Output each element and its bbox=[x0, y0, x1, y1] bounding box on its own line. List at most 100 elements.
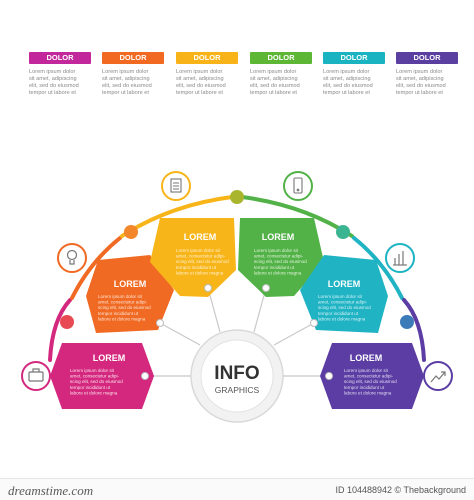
body-line: tempor incididunt ut bbox=[254, 265, 295, 270]
legend-item-2: DOLOR Lorem ipsum dolor sit amet, adipis… bbox=[102, 52, 164, 97]
segment-4-shape bbox=[238, 218, 324, 297]
connector-3 bbox=[207, 287, 221, 333]
connector-5 bbox=[273, 322, 315, 346]
arc-joints bbox=[60, 190, 414, 329]
joint-dot-3 bbox=[230, 190, 244, 204]
segment-5-node bbox=[310, 319, 318, 327]
document-icon bbox=[170, 178, 182, 193]
segment-6-node bbox=[325, 372, 333, 380]
footer-id: ID 104488942 © Thebackground bbox=[335, 485, 466, 495]
legend-tag-5: DOLOR bbox=[323, 52, 385, 64]
body-line: scing elit, sed do eiusmod bbox=[254, 259, 307, 264]
bar-chart-icon bbox=[393, 251, 407, 266]
body-line: amet, consectetur adipi- bbox=[176, 254, 225, 259]
body-line: scing elit, sed do eiusmod bbox=[98, 305, 151, 310]
joint-dot-4 bbox=[336, 225, 350, 239]
legend-tag-6: DOLOR bbox=[396, 52, 458, 64]
segment-4-node bbox=[262, 284, 270, 292]
segment-6-icon-ring bbox=[423, 361, 453, 391]
joint-dot-1 bbox=[60, 315, 74, 329]
legend-item-4: DOLOR Lorem ipsum dolor sit amet, adipis… bbox=[250, 52, 312, 97]
center-inner-circle bbox=[200, 339, 274, 413]
legend-text-2: Lorem ipsum dolor sit amet, adipiscing e… bbox=[102, 69, 152, 96]
segment-1-node bbox=[141, 372, 149, 380]
arc-segment-1 bbox=[48, 298, 72, 362]
legend-text-4: Lorem ipsum dolor sit amet, adipiscing e… bbox=[250, 69, 300, 96]
segment-6-title: LOREM bbox=[350, 353, 383, 363]
arc-segment-6 bbox=[402, 298, 426, 362]
body-line: tempor incididunt ut bbox=[176, 265, 217, 270]
segment-4-title: LOREM bbox=[262, 232, 295, 242]
body-line: Lorem ipsum dolor sit bbox=[318, 294, 363, 299]
center-hub: INFO GRAPHICS bbox=[190, 329, 284, 423]
legend-text-3: Lorem ipsum dolor sit amet, adipiscing e… bbox=[176, 69, 226, 96]
body-line: labore et dolore magna bbox=[70, 390, 118, 395]
legend-item-5: DOLOR Lorem ipsum dolor sit amet, adipis… bbox=[323, 52, 385, 97]
segment-2-title: LOREM bbox=[114, 279, 147, 289]
body-line: Lorem ipsum dolor sit bbox=[98, 294, 143, 299]
joint-dot-5 bbox=[400, 315, 414, 329]
body-line: Lorem ipsum dolor sit bbox=[254, 248, 299, 253]
segment-3-shape bbox=[150, 218, 236, 297]
body-line: amet, consectetur adipi- bbox=[318, 300, 367, 305]
footer-bar: dreamstime.com ID 104488942 © Thebackgro… bbox=[0, 478, 474, 500]
arc-segment-2 bbox=[70, 236, 122, 300]
connector-4 bbox=[253, 287, 267, 333]
segment-1-title: LOREM bbox=[93, 353, 126, 363]
segment-2-shape bbox=[86, 255, 174, 333]
body-line: tempor incididunt ut bbox=[318, 311, 359, 316]
segment-6-shape bbox=[320, 343, 424, 409]
legend-tag-1: DOLOR bbox=[29, 52, 91, 64]
segment-5-title: LOREM bbox=[328, 279, 361, 289]
briefcase-icon bbox=[28, 368, 44, 382]
arc-segment-5 bbox=[352, 236, 404, 300]
smartphone-icon bbox=[293, 177, 303, 194]
segment-4-icon-ring bbox=[283, 171, 313, 201]
segment-1-icon-ring bbox=[21, 361, 51, 391]
segment-3-title: LOREM bbox=[184, 232, 217, 242]
legend-text-1: Lorem ipsum dolor sit amet, adipiscing e… bbox=[29, 69, 79, 96]
legend-tag-3: DOLOR bbox=[176, 52, 238, 64]
body-line: tempor incididunt ut bbox=[70, 385, 111, 390]
body-line: labore et dolore magna bbox=[318, 316, 366, 321]
segment-5-shape bbox=[300, 255, 388, 333]
body-line: Lorem ipsum dolor sit bbox=[70, 368, 115, 373]
legend-tag-2: DOLOR bbox=[102, 52, 164, 64]
trend-arrow-icon bbox=[430, 371, 446, 383]
body-line: labore et dolore magna bbox=[176, 270, 224, 275]
segment-5-icon-ring bbox=[385, 243, 415, 273]
center-subtitle: GRAPHICS bbox=[215, 385, 260, 395]
body-line: labore et dolore magna bbox=[98, 316, 146, 321]
legend-text-5: Lorem ipsum dolor sit amet, adipiscing e… bbox=[323, 69, 373, 96]
legend-item-6: DOLOR Lorem ipsum dolor sit amet, adipis… bbox=[396, 52, 458, 97]
body-line: scing elit, sed do eiusmod bbox=[318, 305, 371, 310]
body-line: tempor incididunt ut bbox=[98, 311, 139, 316]
segment-2-node bbox=[156, 319, 164, 327]
legend-item-3: DOLOR Lorem ipsum dolor sit amet, adipis… bbox=[176, 52, 238, 97]
legend-text-6: Lorem ipsum dolor sit amet, adipiscing e… bbox=[396, 69, 446, 96]
body-line: scing elit, sed do eiusmod bbox=[176, 259, 229, 264]
footer-logo: dreamstime.com bbox=[8, 483, 94, 498]
body-line: labore et dolore magna bbox=[344, 390, 392, 395]
legend-tag-4: DOLOR bbox=[250, 52, 312, 64]
body-line: amet, consectetur adipi- bbox=[344, 374, 393, 379]
body-line: amet, consectetur adipi- bbox=[254, 254, 303, 259]
legend-item-1: DOLOR Lorem ipsum dolor sit amet, adipis… bbox=[29, 52, 91, 97]
body-line: tempor incididunt ut bbox=[344, 385, 385, 390]
joint-dot-2 bbox=[124, 225, 138, 239]
connector-2 bbox=[159, 322, 201, 346]
